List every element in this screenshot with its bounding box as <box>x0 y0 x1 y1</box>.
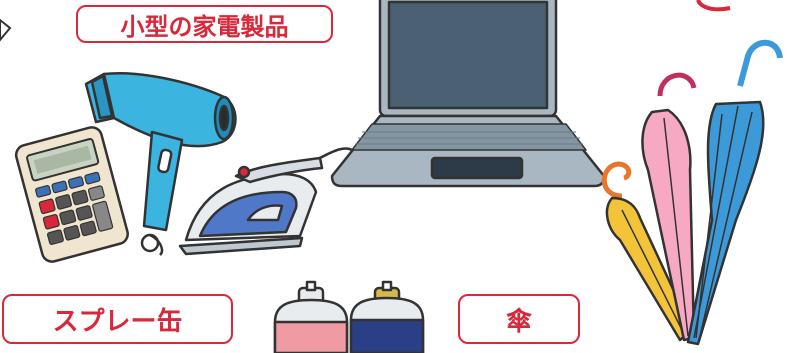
umbrella-icon <box>601 39 783 346</box>
calculator-icon <box>14 126 129 263</box>
spray-can-icon <box>349 280 425 353</box>
laptop-icon <box>330 0 606 188</box>
partial-item-fragment <box>0 18 12 42</box>
spray-can-icon <box>273 280 349 353</box>
category-label-spray-cans: スプレー缶 <box>2 294 233 344</box>
hair-dryer-icon <box>84 72 237 256</box>
category-label-umbrellas: 傘 <box>458 294 580 344</box>
partial-item-fragment <box>696 0 731 12</box>
iron-icon <box>178 147 353 256</box>
category-label-small-appliances: 小型の家電製品 <box>76 5 333 43</box>
